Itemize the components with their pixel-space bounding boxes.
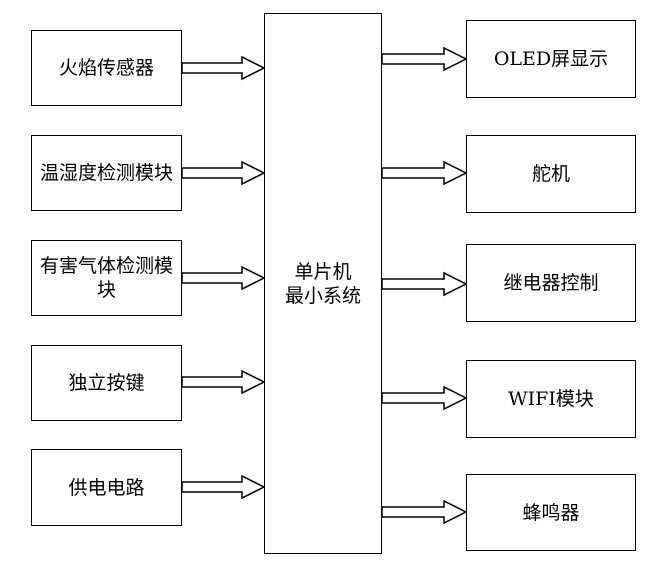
mcu-label-line2: 最小系统 [284,284,361,307]
oled-display-box: OLED屏显示 [466,20,636,98]
independent-button-box: 独立按键 [31,345,182,421]
arrow-mcu-to-wifi [381,385,468,411]
mcu-minimum-system-box: 单片机 最小系统 [264,13,382,554]
relay-control-box: 继电器控制 [466,244,636,322]
temp-humidity-box: 温湿度检测模块 [31,135,182,211]
servo-box: 舵机 [466,135,636,213]
arrow-mcu-to-relay [381,271,468,297]
buzzer-box: 蜂鸣器 [466,474,636,551]
arrow-mcu-to-buzzer [381,499,468,525]
arrow-flame-to-mcu [181,55,266,81]
flame-sensor-box: 火焰传感器 [31,30,182,106]
power-circuit-box: 供电电路 [31,449,182,526]
arrow-gas-to-mcu [181,265,266,291]
mcu-label-line1: 单片机 [294,260,352,283]
harmful-gas-box: 有害气体检测模块 [31,240,182,316]
arrow-mcu-to-oled [381,46,468,72]
wifi-module-box: WIFI模块 [466,360,636,438]
arrow-mcu-to-servo [381,160,468,186]
arrow-button-to-mcu [181,369,266,395]
arrow-power-to-mcu [181,474,266,500]
arrow-temphum-to-mcu [181,160,266,186]
